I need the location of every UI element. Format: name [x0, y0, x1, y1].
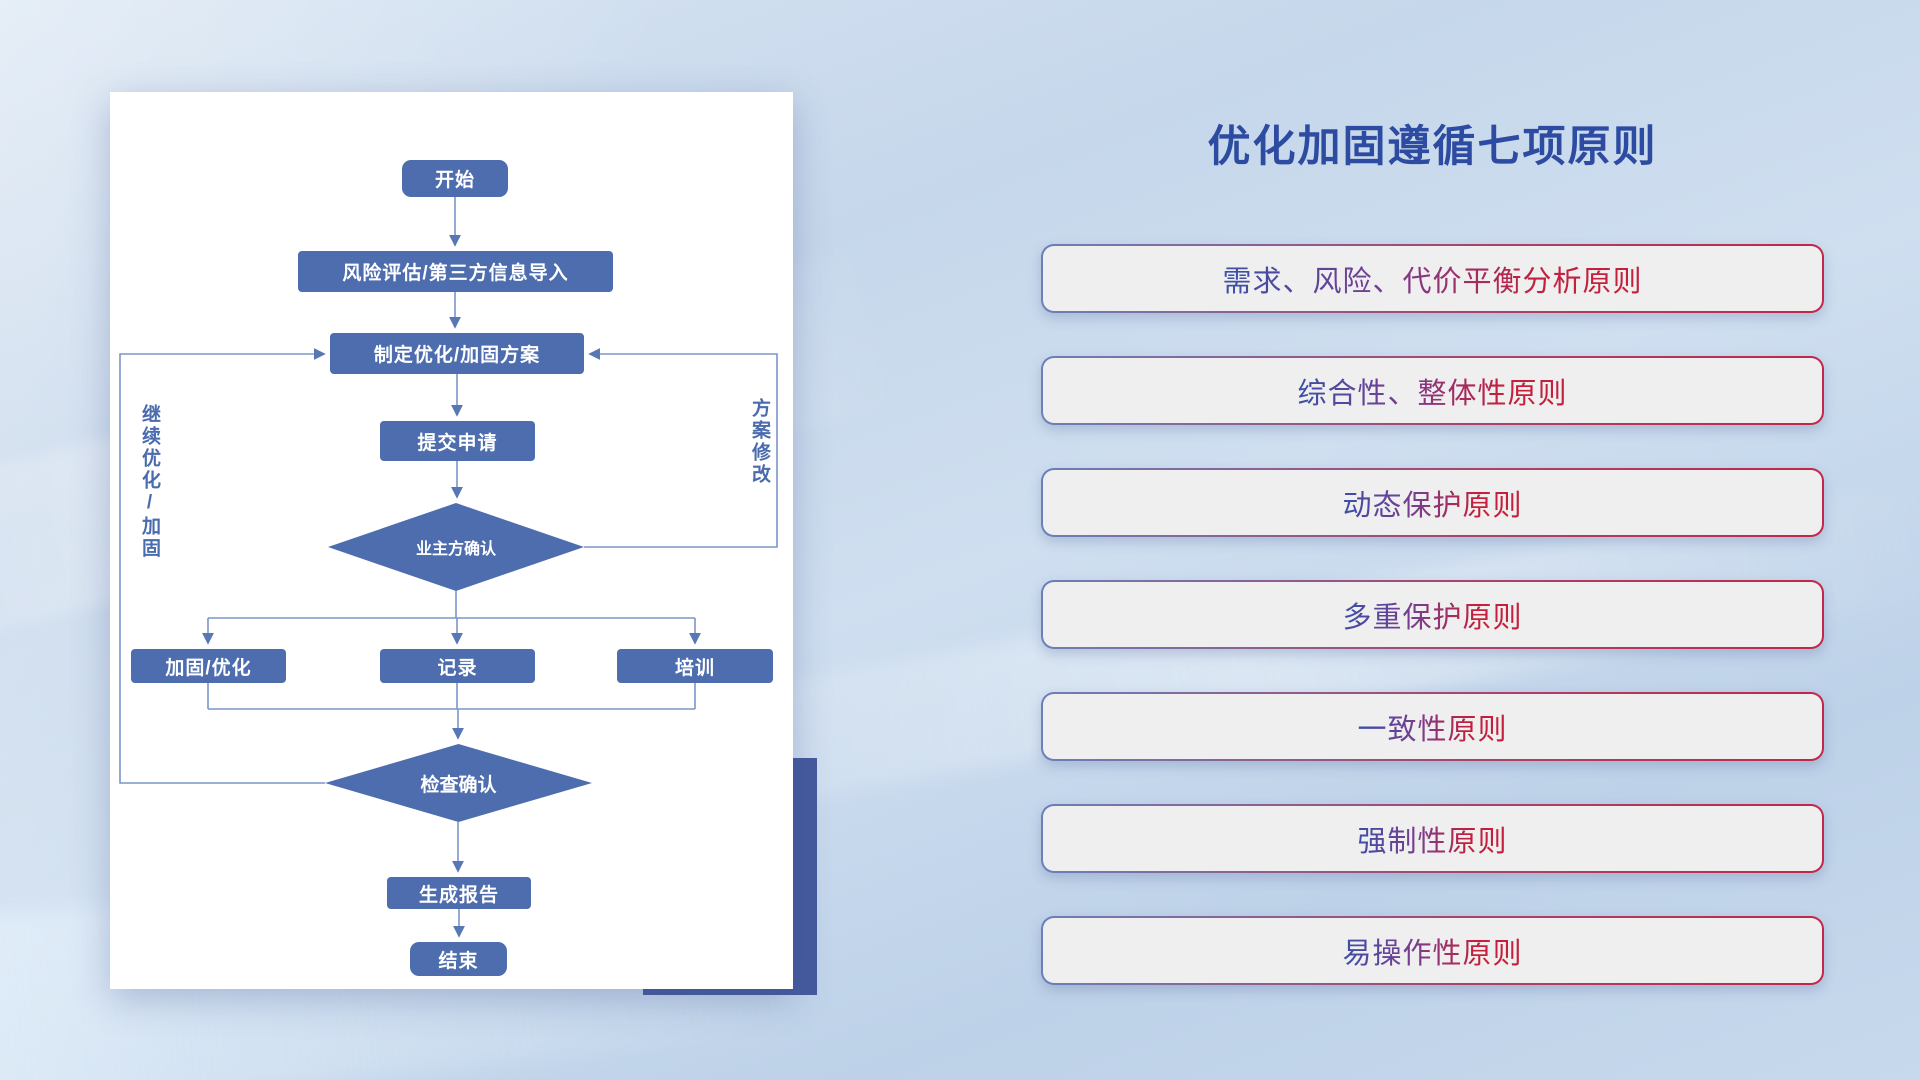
- flow-node-label: 记录: [437, 657, 478, 679]
- flow-node-record: 记录: [380, 649, 535, 683]
- principle-item-inner: 强制性原则: [1043, 806, 1822, 871]
- page-title: 优化加固遵循七项原则: [1207, 123, 1658, 171]
- principle-item-inner: 易操作性原则: [1043, 918, 1822, 983]
- flow-node-label: 结束: [438, 950, 479, 972]
- flow-node-make-plan: 制定优化/加固方案: [330, 333, 584, 374]
- flow-node-label: 检查确认: [420, 774, 497, 796]
- flow-node-label: 风险评估/第三方信息导入: [342, 263, 569, 284]
- flowchart-card: 开始 风险评估/第三方信息导入 制定优化/加固方案 提交申请 业主方确认 加固/…: [110, 92, 793, 989]
- principle-item: 强制性原则: [1041, 804, 1824, 873]
- principle-item-inner: 一致性原则: [1043, 694, 1822, 759]
- loop-label-plan-revise: 方案修改: [749, 398, 770, 486]
- principle-item: 综合性、整体性原则: [1041, 356, 1824, 425]
- principle-item-inner: 需求、风险、代价平衡分析原则: [1043, 246, 1822, 311]
- principle-item: 多重保护原则: [1041, 580, 1824, 649]
- flow-node-risk-import: 风险评估/第三方信息导入: [298, 251, 613, 292]
- principle-item: 一致性原则: [1041, 692, 1824, 761]
- principle-label: 强制性原则: [1357, 818, 1507, 860]
- flow-node-end: 结束: [410, 942, 507, 976]
- flow-node-submit: 提交申请: [380, 421, 535, 461]
- flow-node-training: 培训: [617, 649, 773, 683]
- flowchart-connectors: [119, 197, 778, 938]
- flow-node-label: 加固/优化: [165, 657, 252, 679]
- flow-node-label: 生成报告: [418, 884, 499, 906]
- principle-item: 动态保护原则: [1041, 468, 1824, 537]
- principle-label: 综合性、整体性原则: [1297, 370, 1567, 412]
- principle-label: 需求、风险、代价平衡分析原则: [1222, 258, 1642, 300]
- flow-node-start: 开始: [402, 160, 508, 197]
- flow-node-label: 业主方确认: [415, 541, 496, 558]
- flow-node-label: 开始: [434, 170, 475, 191]
- flow-node-label: 制定优化/加固方案: [373, 345, 541, 366]
- loop-label-continue-optimize: 继续优化/加固: [139, 404, 160, 560]
- principle-item: 需求、风险、代价平衡分析原则: [1041, 244, 1824, 313]
- flow-node-generate-report: 生成报告: [387, 877, 531, 909]
- principle-item-inner: 多重保护原则: [1043, 582, 1822, 647]
- principle-item: 易操作性原则: [1041, 916, 1824, 985]
- flow-node-label: 培训: [674, 657, 715, 679]
- principle-item-inner: 综合性、整体性原则: [1043, 358, 1822, 423]
- flow-node-label: 提交申请: [417, 432, 498, 454]
- principle-label: 易操作性原则: [1342, 930, 1522, 972]
- flow-node-reinforce-optimize: 加固/优化: [131, 649, 286, 683]
- principles-list: 需求、风险、代价平衡分析原则 综合性、整体性原则 动态保护原则 多重保护原则 一…: [1041, 244, 1824, 1028]
- principle-label: 一致性原则: [1357, 706, 1507, 748]
- principle-label: 动态保护原则: [1342, 482, 1522, 524]
- principle-item-inner: 动态保护原则: [1043, 470, 1822, 535]
- principle-label: 多重保护原则: [1342, 594, 1522, 636]
